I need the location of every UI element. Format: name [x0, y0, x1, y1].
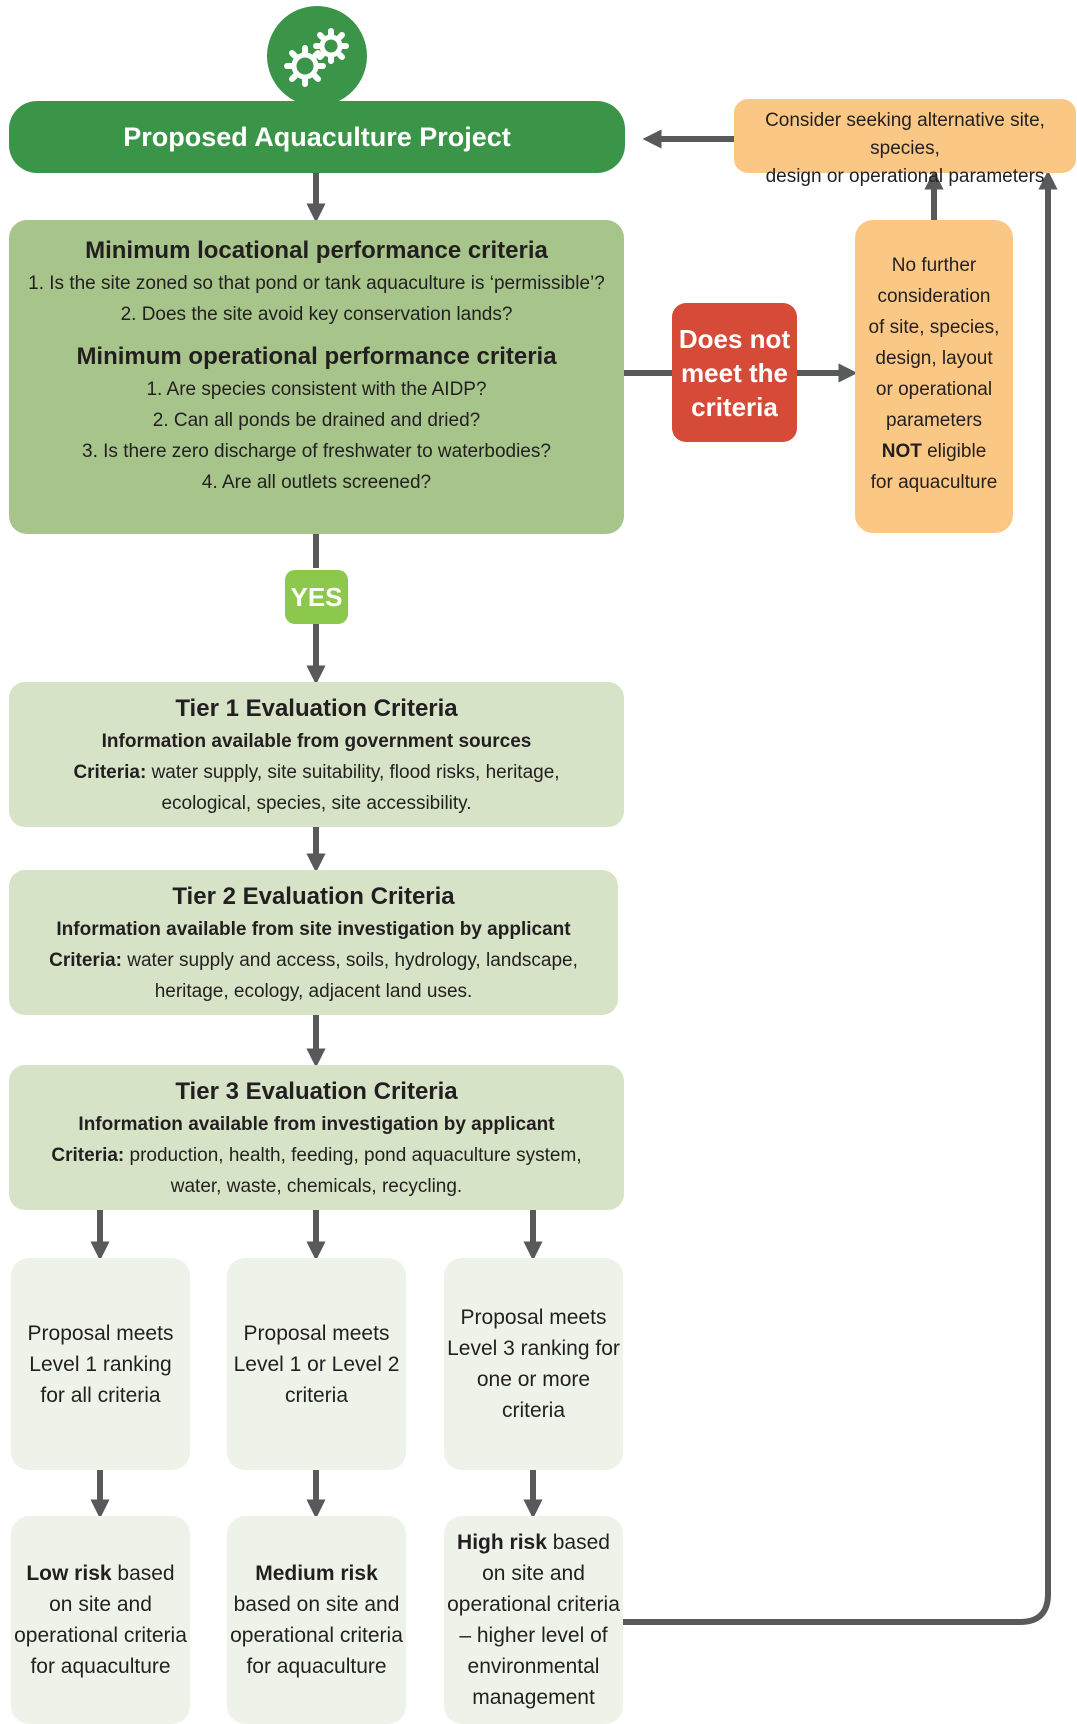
tier-criteria-line: Criteria: production, health, feeding, p…	[9, 1140, 624, 1171]
no-further-line: No further	[891, 255, 977, 276]
tier1-box: Tier 1 Evaluation Criteria Information a…	[9, 682, 624, 827]
level-line: Proposal meets	[460, 1306, 607, 1329]
level-line: Level 1 ranking	[29, 1352, 172, 1376]
operational-item: 1. Are species consistent with the AIDP?	[146, 379, 487, 400]
tier3-box: Tier 3 Evaluation Criteria Information a…	[9, 1065, 624, 1210]
gears-icon	[267, 6, 367, 106]
minimum-criteria-box: Minimum locational performance criteria …	[9, 220, 624, 534]
tier-criteria-line: ecological, species, site accessibility.	[161, 793, 472, 814]
yes-badge: YES	[285, 570, 348, 624]
operational-criteria-title: Minimum operational performance criteria	[76, 343, 557, 370]
arrow-high-risk-feedback	[623, 170, 1058, 1625]
operational-item: 4. Are all outlets screened?	[201, 472, 432, 493]
no-further-line: design, layout	[875, 348, 993, 369]
risk-line: – higher level of	[459, 1624, 608, 1647]
no-further-line: parameters	[885, 410, 983, 431]
tier-title: Tier 3 Evaluation Criteria	[175, 1078, 458, 1105]
yes-label: YES	[290, 581, 343, 612]
consider-alternatives-box: Consider seeking alternative site, speci…	[734, 99, 1076, 187]
does-not-meet-box: Does not meet the criteria	[672, 303, 797, 442]
operational-item: 2. Can all ponds be drained and dried?	[152, 410, 481, 431]
level-line: for all criteria	[40, 1383, 161, 1407]
not-eligible-line: NOT eligible	[855, 436, 1013, 467]
eligible-text: eligible	[921, 441, 987, 462]
risk-heading-line: Low risk based	[11, 1558, 190, 1589]
criteria-label: Criteria:	[51, 1145, 125, 1166]
risk-line: operational criteria	[230, 1624, 403, 1647]
risk-rest: based	[111, 1562, 175, 1585]
medium-risk-box: Medium risk based on site and operationa…	[227, 1516, 406, 1724]
no-further-consideration-box: No further consideration of site, specie…	[855, 220, 1013, 533]
project-title: Proposed Aquaculture Project	[123, 121, 511, 152]
no-further-line: consideration	[877, 286, 991, 307]
high-risk-box: High risk based on site and operational …	[444, 1516, 623, 1724]
risk-rest: based	[546, 1531, 610, 1554]
level-line: Level 3 ranking for	[447, 1337, 620, 1360]
level-line: criteria	[284, 1383, 348, 1407]
risk-line: based on site and	[233, 1593, 400, 1616]
not-emphasis: NOT	[881, 441, 922, 462]
risk-heading-line: High risk based	[444, 1527, 623, 1558]
risk-line: management	[472, 1686, 595, 1709]
level-line: one or more criteria	[476, 1368, 591, 1422]
consider-line: Consider seeking alternative site, speci…	[765, 110, 1045, 159]
tier-title: Tier 2 Evaluation Criteria	[172, 883, 455, 910]
locational-item: 2. Does the site avoid key conservation …	[120, 304, 513, 325]
proposed-project-box: Proposed Aquaculture Project	[9, 101, 625, 173]
level1-box: Proposal meets Level 1 ranking for all c…	[11, 1258, 190, 1470]
criteria-label: Criteria:	[49, 950, 122, 971]
does-not-meet-line: criteria	[691, 391, 778, 422]
tier2-box: Tier 2 Evaluation Criteria Information a…	[9, 870, 618, 1015]
does-not-meet-line: meet the	[681, 357, 788, 388]
locational-item: 1. Is the site zoned so that pond or tan…	[28, 273, 605, 294]
level2-box: Proposal meets Level 1 or Level 2 criter…	[227, 1258, 406, 1470]
consider-line: design or operational parameters	[765, 166, 1045, 187]
risk-line: on site and	[482, 1562, 585, 1585]
tier-subtitle: Information available from government so…	[101, 731, 532, 752]
medium-risk-label: Medium risk	[255, 1562, 378, 1585]
criteria-text: water supply, site suitability, flood ri…	[146, 762, 560, 783]
locational-criteria-title: Minimum locational performance criteria	[85, 237, 548, 264]
risk-line: for aquaculture	[30, 1655, 171, 1678]
level-line: Level 1 or Level 2	[233, 1352, 400, 1376]
tier-criteria-line: Criteria: water supply, site suitability…	[9, 757, 624, 788]
no-further-line: of site, species,	[868, 317, 1000, 338]
tier-criteria-line: water, waste, chemicals, recycling.	[170, 1176, 463, 1197]
no-further-line: or operational	[875, 379, 993, 400]
operational-item: 3. Is there zero discharge of freshwater…	[82, 441, 551, 462]
risk-line: operational criteria	[447, 1593, 620, 1616]
criteria-label: Criteria:	[73, 762, 147, 783]
risk-line: on site and	[49, 1593, 152, 1616]
does-not-meet-line: Does not	[678, 323, 791, 354]
low-risk-box: Low risk based on site and operational c…	[11, 1516, 190, 1724]
level-line: Proposal meets	[27, 1321, 174, 1345]
no-further-line: for aquaculture	[870, 472, 998, 493]
level3-box: Proposal meets Level 3 ranking for one o…	[444, 1258, 623, 1470]
tier-criteria-line: Criteria: water supply and access, soils…	[9, 945, 618, 976]
level-line: Proposal meets	[243, 1321, 390, 1345]
criteria-text: water supply and access, soils, hydrolog…	[121, 950, 578, 971]
risk-line: operational criteria	[14, 1624, 187, 1647]
risk-line: for aquaculture	[246, 1655, 387, 1678]
tier-subtitle: Information available from site investig…	[56, 919, 571, 940]
tier-title: Tier 1 Evaluation Criteria	[175, 695, 458, 722]
tier-subtitle: Information available from investigation…	[78, 1114, 555, 1135]
tier-criteria-line: heritage, ecology, adjacent land uses.	[154, 981, 473, 1002]
criteria-text: production, health, feeding, pond aquacu…	[124, 1145, 582, 1166]
low-risk-label: Low risk	[26, 1562, 112, 1585]
risk-line: environmental	[467, 1655, 600, 1678]
high-risk-label: High risk	[457, 1531, 547, 1554]
